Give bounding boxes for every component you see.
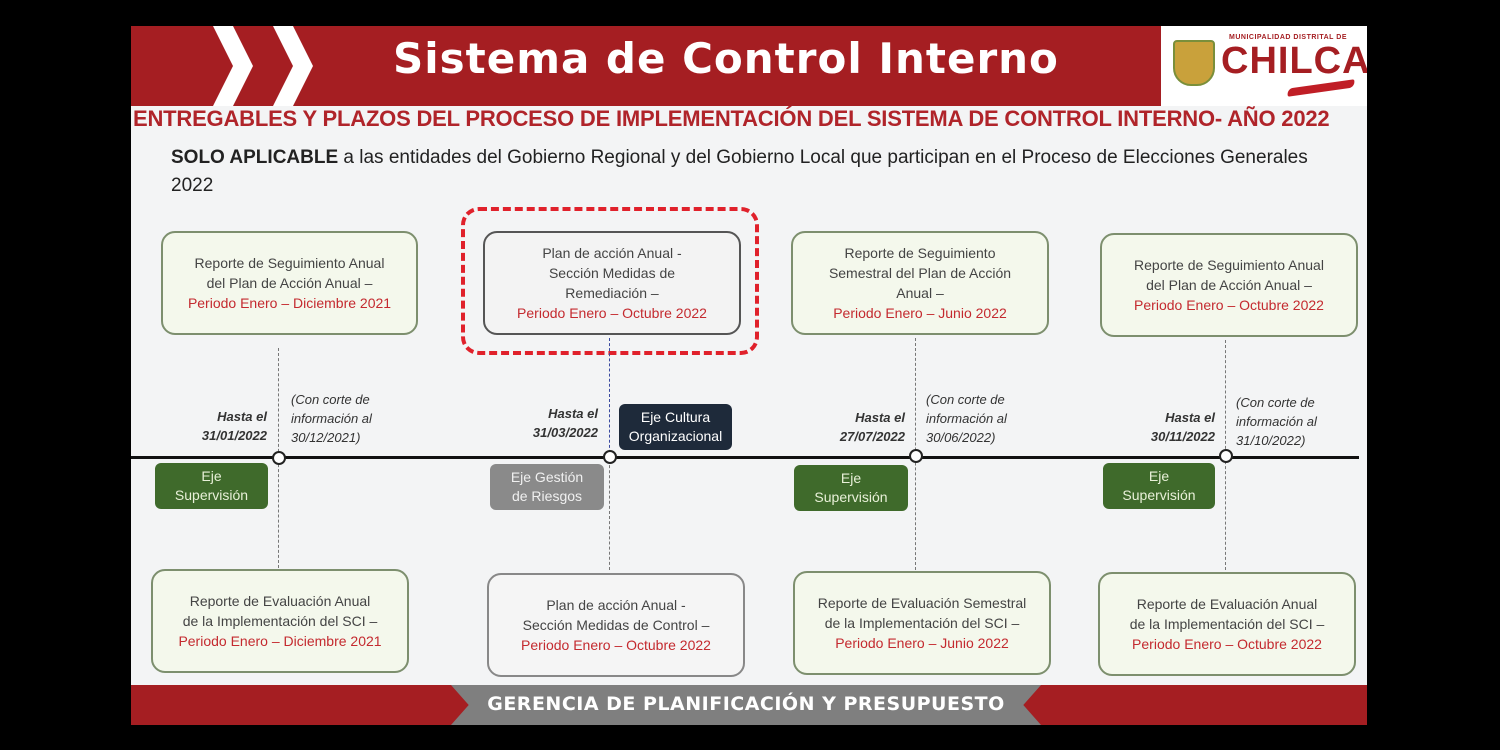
- deadline-date-1: Hasta el 31/01/2022: [151, 407, 267, 445]
- box-period: Periodo Enero – Junio 2022: [833, 305, 1007, 321]
- eje-supervision-tag: Eje Supervisión: [155, 463, 268, 509]
- deadline-date-4: Hasta el 30/11/2022: [1101, 408, 1215, 446]
- cut-text: 31/10/2022): [1236, 433, 1306, 448]
- box-text: Sección Medidas de Control –: [522, 617, 710, 633]
- timeline-node: [909, 449, 923, 463]
- bottom-box-1: Reporte de Evaluación Anual de la Implem…: [151, 569, 409, 673]
- top-box-3: Reporte de Seguimiento Semestral del Pla…: [791, 231, 1049, 335]
- note-text: a las entidades del Gobierno Regional y …: [171, 147, 1308, 196]
- top-box-2: Plan de acción Anual - Sección Medidas d…: [483, 231, 741, 335]
- eje-text: Eje: [840, 470, 862, 486]
- date-label: Hasta el: [548, 406, 598, 421]
- timeline-axis: [131, 456, 1359, 459]
- section-subtitle: ENTREGABLES Y PLAZOS DEL PROCESO DE IMPL…: [133, 106, 1330, 131]
- connector-line: [609, 338, 610, 458]
- footer-band: [451, 685, 1041, 725]
- highlight-dashed-frame: [461, 207, 759, 355]
- date-value: 31/01/2022: [201, 428, 267, 443]
- box-text: de la Implementación del SCI –: [182, 613, 378, 629]
- eje-text: Eje Cultura: [640, 409, 711, 425]
- eje-text: Eje: [201, 468, 222, 484]
- box-period: Periodo Enero – Octubre 2022: [521, 637, 711, 653]
- box-text: Reporte de Seguimiento Anual: [194, 255, 385, 271]
- cut-text: (Con corte de: [1236, 395, 1315, 410]
- cut-text: (Con corte de: [291, 392, 370, 407]
- box-text: Reporte de Evaluación Anual: [1136, 596, 1318, 612]
- box-text: de la Implementación del SCI –: [1129, 616, 1325, 632]
- box-text: Sección Medidas de: [548, 265, 676, 281]
- eje-text: Eje: [1148, 468, 1170, 484]
- box-period: Periodo Enero – Octubre 2022: [517, 305, 707, 321]
- box-text: del Plan de Acción Anual –: [1146, 277, 1312, 293]
- date-label: Hasta el: [855, 410, 905, 425]
- eje-text: Supervisión: [174, 487, 249, 503]
- bottom-box-4: Reporte de Evaluación Anual de la Implem…: [1098, 572, 1356, 676]
- chevron-right-icon: [213, 26, 253, 106]
- box-text: Reporte de Evaluación Anual: [189, 593, 371, 609]
- box-text: Remediación –: [565, 285, 659, 301]
- eje-text: Supervisión: [1122, 487, 1196, 503]
- top-box-4: Reporte de Seguimiento Anual del Plan de…: [1100, 233, 1358, 337]
- eje-supervision-tag: Eje Supervisión: [1103, 463, 1215, 509]
- eje-text: de Riesgos: [511, 488, 583, 504]
- box-text: Reporte de Seguimiento Anual: [1134, 257, 1324, 273]
- cut-text: 30/12/2021): [291, 430, 361, 445]
- deadline-date-2: Hasta el 31/03/2022: [481, 404, 598, 442]
- timeline-node: [272, 451, 286, 465]
- cut-text: información al: [291, 411, 372, 426]
- cut-text: información al: [1236, 414, 1317, 429]
- box-text: Reporte de Evaluación Semestral: [817, 595, 1027, 611]
- box-period: Periodo Enero – Diciembre 2021: [178, 633, 382, 649]
- date-label: Hasta el: [217, 409, 267, 424]
- date-value: 27/07/2022: [839, 429, 905, 444]
- cut-text: 30/06/2022): [926, 430, 996, 445]
- cut-note-3: (Con corte de información al 30/06/2022): [926, 390, 1007, 447]
- slide: Sistema de Control Interno MUNICIPALIDAD…: [131, 26, 1367, 725]
- deadline-date-3: Hasta el 27/07/2022: [791, 408, 905, 446]
- box-text: Plan de acción Anual -: [542, 245, 682, 261]
- cut-text: información al: [926, 411, 1007, 426]
- box-text: de la Implementación del SCI –: [824, 615, 1020, 631]
- cut-note-1: (Con corte de información al 30/12/2021): [291, 390, 372, 447]
- date-label: Hasta el: [1165, 410, 1215, 425]
- note-bold: SOLO APLICABLE: [171, 147, 339, 168]
- cut-note-4: (Con corte de información al 31/10/2022): [1236, 393, 1317, 450]
- box-text: Reporte de Seguimiento: [844, 245, 996, 261]
- cut-text: (Con corte de: [926, 392, 1005, 407]
- connector-line: [609, 460, 610, 570]
- eje-text: Supervisión: [814, 489, 888, 505]
- timeline-node: [1219, 449, 1233, 463]
- logo-top-text: MUNICIPALIDAD DISTRITAL DE: [1229, 34, 1347, 41]
- bottom-box-2: Plan de acción Anual - Sección Medidas d…: [487, 573, 745, 677]
- date-value: 31/03/2022: [532, 425, 598, 440]
- eje-text: Eje Gestión: [510, 469, 584, 485]
- box-text: Plan de acción Anual -: [546, 597, 686, 613]
- header-banner: Sistema de Control Interno: [131, 26, 1161, 106]
- box-text: Semestral del Plan de Acción: [828, 265, 1012, 281]
- box-period: Periodo Enero – Octubre 2022: [1132, 636, 1322, 652]
- eje-cultura-organizacional-tag: Eje Cultura Organizacional: [619, 404, 732, 450]
- applicability-note: SOLO APLICABLE a las entidades del Gobie…: [171, 144, 1351, 200]
- coat-of-arms-icon: [1173, 40, 1215, 86]
- eje-supervision-tag: Eje Supervisión: [794, 465, 908, 511]
- box-text: del Plan de Acción Anual –: [206, 275, 373, 291]
- footer-text: GERENCIA DE PLANIFICACIÓN Y PRESUPUESTO: [487, 693, 1005, 715]
- logo-name: CHILCA: [1221, 40, 1367, 82]
- box-period: Periodo Enero – Octubre 2022: [1134, 297, 1324, 313]
- top-box-1: Reporte de Seguimiento Anual del Plan de…: [161, 231, 418, 335]
- eje-text: Organizacional: [628, 428, 723, 444]
- bottom-box-3: Reporte de Evaluación Semestral de la Im…: [793, 571, 1051, 675]
- chevron-right-icon: [273, 26, 313, 106]
- page-title: Sistema de Control Interno: [393, 34, 1059, 83]
- timeline-node: [603, 450, 617, 464]
- box-text: Anual –: [896, 285, 944, 301]
- eje-gestion-riesgos-tag: Eje Gestión de Riesgos: [490, 464, 604, 510]
- municipality-logo: MUNICIPALIDAD DISTRITAL DE CHILCA: [1161, 26, 1367, 106]
- box-period: Periodo Enero – Diciembre 2021: [187, 295, 392, 311]
- box-period: Periodo Enero – Junio 2022: [835, 635, 1009, 651]
- date-value: 30/11/2022: [1150, 429, 1215, 444]
